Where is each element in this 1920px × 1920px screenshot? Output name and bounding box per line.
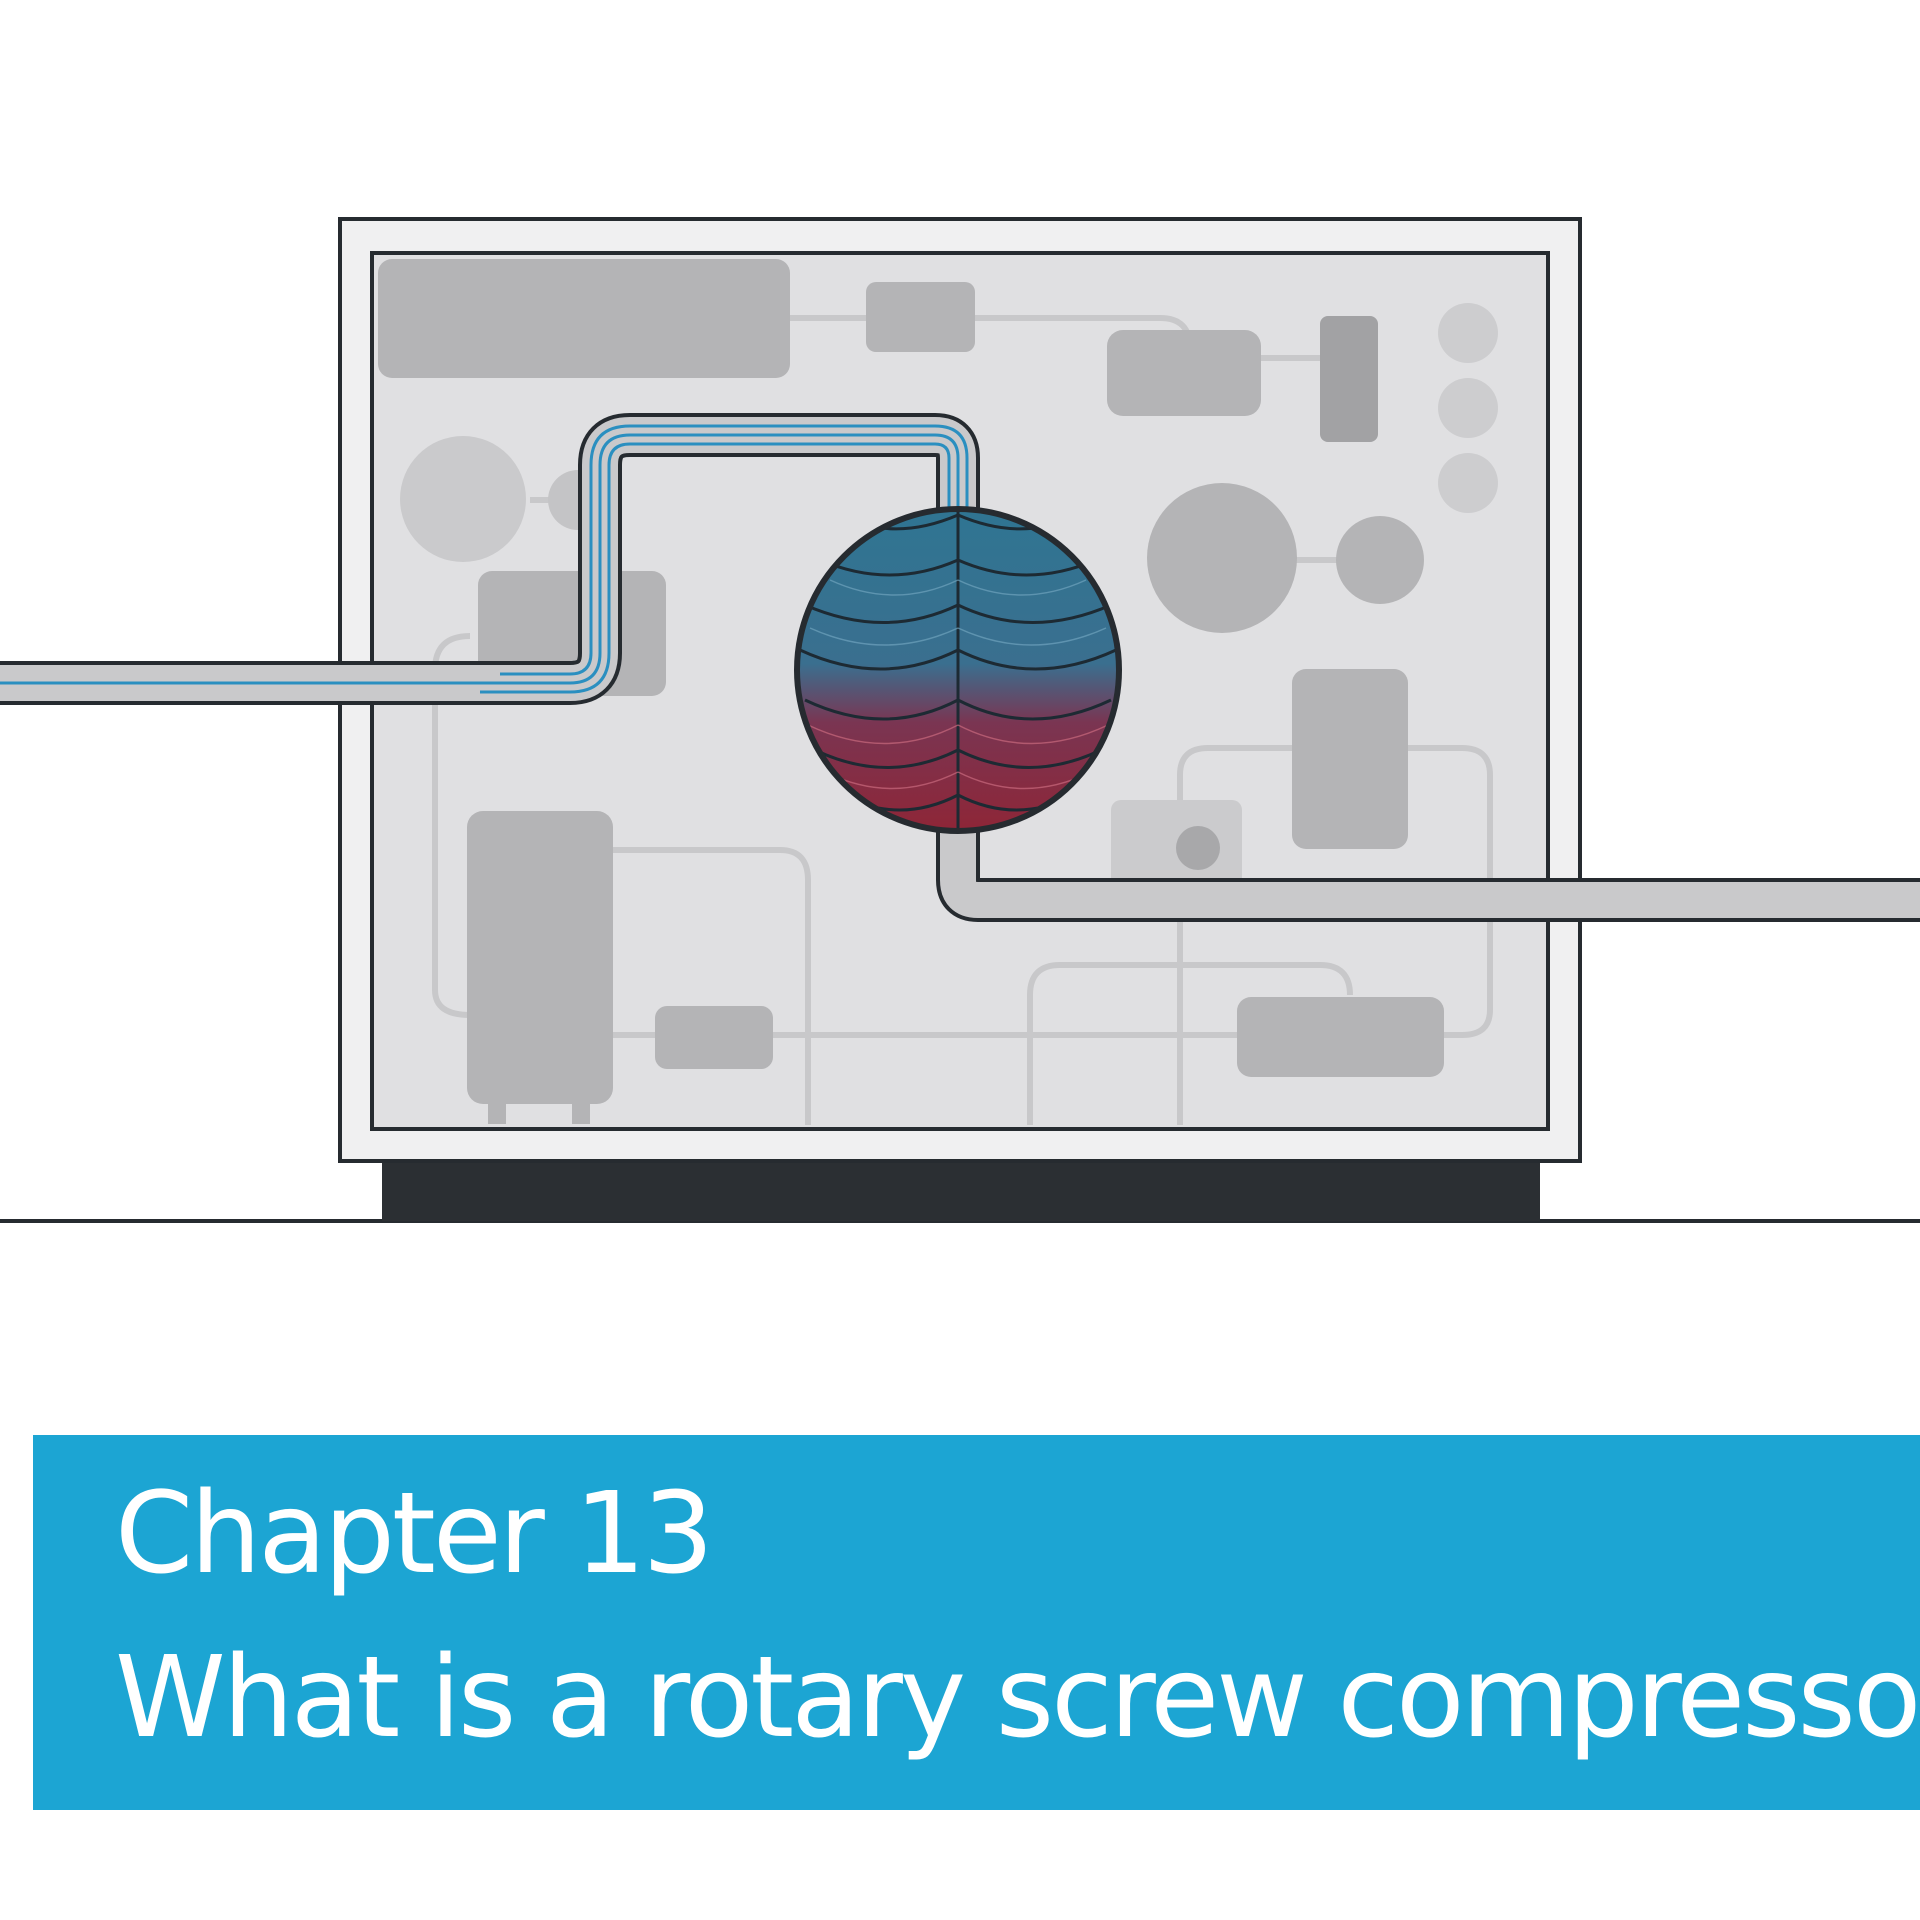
tank-leg (488, 1100, 506, 1124)
filter-disc (400, 436, 526, 562)
drain-block (655, 1006, 773, 1069)
indicator-light (1438, 453, 1498, 513)
air-flow-lines (0, 424, 969, 694)
screw-rotors (798, 510, 1118, 830)
tank-leg (572, 1100, 590, 1124)
chapter-title: What is a rotary screw compressor? (115, 1633, 1920, 1763)
compressor-base (382, 1160, 1540, 1221)
gauge-dial (1176, 826, 1220, 870)
cooler-block (1237, 997, 1444, 1077)
control-panel-block (378, 259, 790, 378)
dryer-block (1292, 669, 1408, 849)
relay-block (1320, 316, 1378, 442)
receiver-tank (467, 811, 613, 1104)
small-module (866, 282, 975, 352)
chapter-label: Chapter 13 (115, 1469, 714, 1599)
indicator-light (1438, 378, 1498, 438)
separator-tank-small (1336, 516, 1424, 604)
discharge-pipe-fill (940, 825, 1920, 918)
motor-block (1107, 330, 1261, 416)
separator-tank (1147, 483, 1297, 633)
indicator-light (1438, 303, 1498, 363)
rotor-housing-outline (796, 508, 1120, 832)
chapter-banner: Chapter 13 What is a rotary screw compre… (33, 1435, 1920, 1810)
